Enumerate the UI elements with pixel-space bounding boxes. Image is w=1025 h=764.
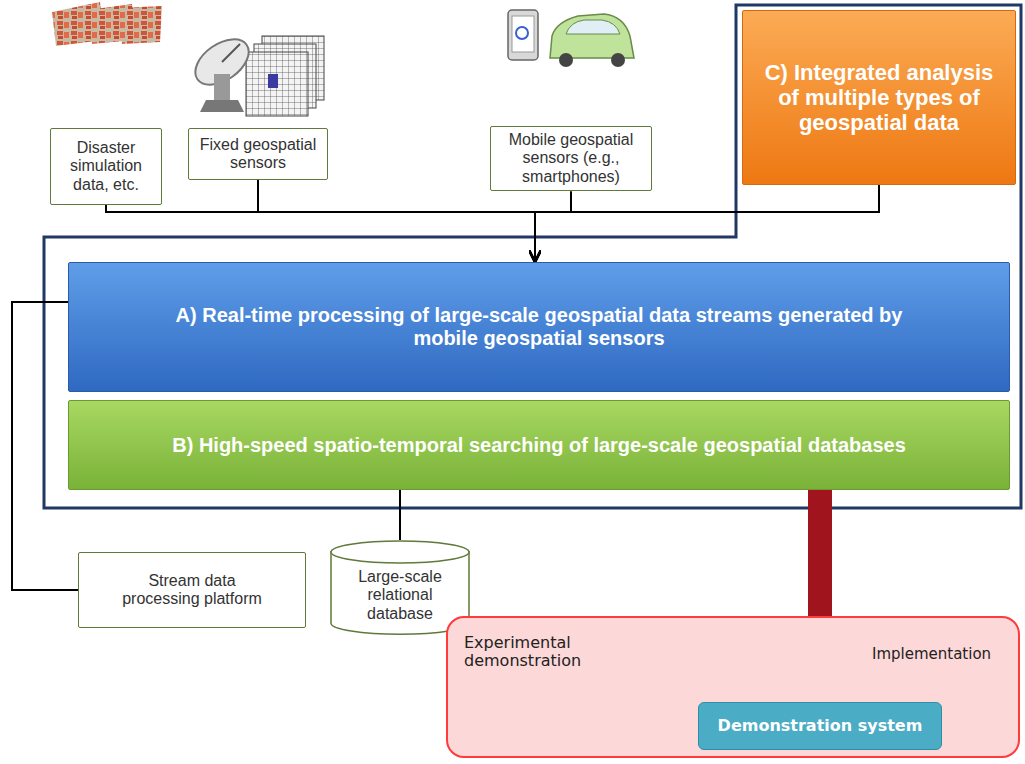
database-cylinder: Large-scale relational database [330,540,470,635]
edge-label: Implementation [870,644,993,664]
node-label: B) High-speed spatio-temporal searching … [172,434,906,457]
process-band: A) Real-time processing of large-scale g… [68,262,1010,392]
node-label: Demonstration system [718,717,923,735]
platform-box: Stream data processing platform [78,552,306,628]
node-label: Mobile geospatial sensors (e.g., smartph… [494,131,648,186]
connector-line [106,205,535,262]
disaster-map-image [52,2,162,46]
smartphone-image [508,10,538,60]
node-label: Experimental demonstration [464,634,614,671]
connector-line [535,185,879,262]
car-image [550,14,634,67]
connector-line [535,191,571,262]
node-label: Fixed geospatial sensors [193,136,323,173]
process-band: B) High-speed spatio-temporal searching … [68,400,1010,490]
data-source-box: Disaster simulation data, etc. [50,128,162,205]
raster-panels-image [246,36,324,116]
node-label: Disaster simulation data, etc. [55,139,157,194]
analysis-box: C) Integrated analysis of multiple types… [742,10,1016,185]
satellite-dish-image [187,30,257,112]
node-label: C) Integrated analysis of multiple types… [753,60,1005,136]
system-frame [44,5,1021,508]
connector-line [399,490,401,540]
demonstration-region: Experimental demonstrationDemonstration … [446,616,1020,758]
system-box: Demonstration system [698,702,942,750]
node-label: Large-scale relational database [336,568,464,623]
connector-line [258,180,535,262]
node-label: A) Real-time processing of large-scale g… [169,304,909,350]
cylinder-top [331,541,469,563]
node-label: Stream data processing platform [117,572,267,609]
data-source-box: Mobile geospatial sensors (e.g., smartph… [490,126,652,191]
data-source-box: Fixed geospatial sensors [188,128,328,180]
